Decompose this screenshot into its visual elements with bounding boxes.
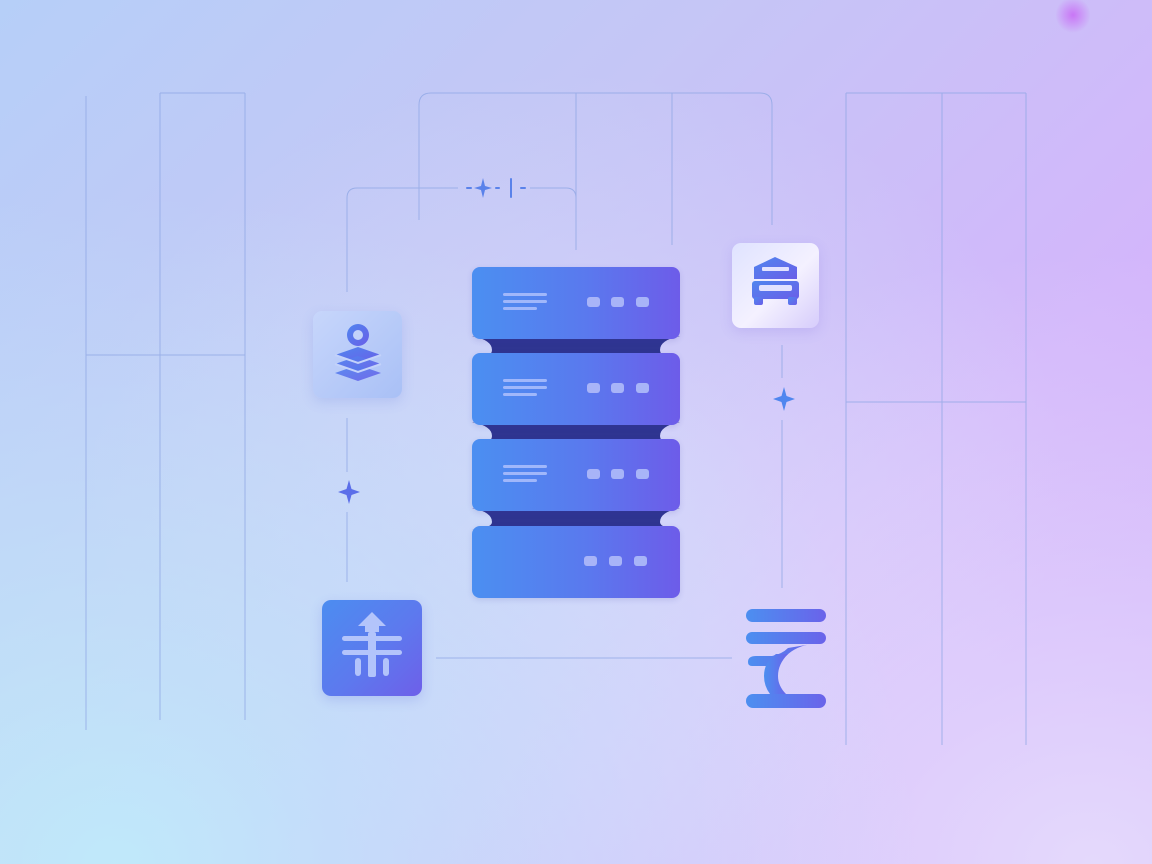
server-vent [503, 479, 537, 482]
server-indicator [636, 297, 649, 307]
sparkle-icon [773, 387, 795, 411]
server-indicator [634, 556, 647, 566]
server-vent [503, 393, 537, 396]
server-indicator [611, 383, 624, 393]
server-unit-3 [472, 439, 680, 511]
server-unit-4 [472, 526, 680, 598]
server-vent [503, 293, 547, 296]
server-indicator [587, 469, 600, 479]
server-unit-2 [472, 353, 680, 425]
server-indicator [584, 556, 597, 566]
server-unit-1 [472, 267, 680, 339]
server-vent [503, 307, 537, 310]
z-logo-node [742, 604, 832, 712]
server-indicator [609, 556, 622, 566]
tree-node [322, 600, 422, 696]
bus-icon [752, 257, 799, 305]
server-indicator [587, 383, 600, 393]
database-node [313, 311, 402, 398]
server-indicator [611, 297, 624, 307]
server-vent [503, 386, 547, 389]
tree-network-icon [342, 612, 402, 677]
sparkle-icon [338, 480, 360, 504]
server-indicator [611, 469, 624, 479]
server-vent [503, 300, 547, 303]
server-indicator [636, 383, 649, 393]
database-stack-icon [334, 324, 382, 381]
server-vent [503, 379, 547, 382]
server-indicator [636, 469, 649, 479]
server-vent [503, 472, 547, 475]
server-indicator [587, 297, 600, 307]
bus-node [732, 243, 819, 328]
server-vent [503, 465, 547, 468]
glow-dot [1056, 0, 1090, 34]
z-logo-icon [746, 609, 826, 708]
